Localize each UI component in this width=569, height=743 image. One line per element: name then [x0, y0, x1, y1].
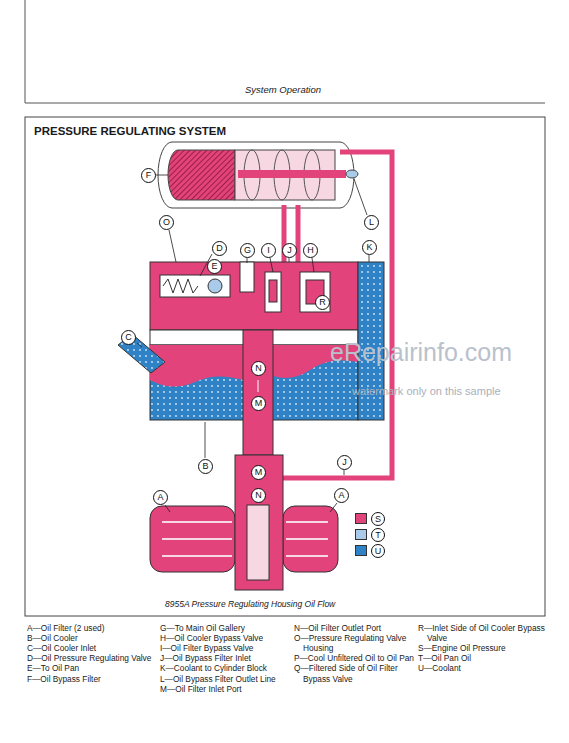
callout-letter: C: [125, 333, 132, 342]
callout-circle: A: [334, 488, 349, 503]
key-entry: L—Oil Bypass Filter Outlet Line: [160, 674, 288, 684]
legend-letter-circle: U: [371, 544, 385, 558]
callout-circle: E: [207, 259, 222, 274]
callout-circle: R: [315, 295, 330, 310]
key-entry: E—To Oil Pan: [27, 663, 153, 673]
key-entry: R—Inlet Side of Oil Cooler Bypass Valve: [418, 623, 546, 643]
key-entry: S—Engine Oil Pressure: [418, 643, 546, 653]
callout-circle: L: [364, 215, 379, 230]
watermark: eRepairinfo.com: [330, 338, 512, 367]
key-column: G—To Main Oil GalleryH—Oil Cooler Bypass…: [160, 623, 288, 694]
callout-circle: D: [212, 241, 227, 256]
callout-letter: N: [255, 491, 262, 500]
callout-circle: N: [251, 361, 266, 376]
key-entry: H—Oil Cooler Bypass Valve: [160, 633, 288, 643]
key-entry: G—To Main Oil Gallery: [160, 623, 288, 633]
key-entry: K—Coolant to Cylinder Block: [160, 663, 288, 673]
callout-circle: A: [153, 490, 168, 505]
key-column: A—Oil Filter (2 used)B—Oil CoolerC—Oil C…: [27, 623, 153, 684]
legend-letter-circle: T: [371, 528, 385, 542]
key-entry: A—Oil Filter (2 used): [27, 623, 153, 633]
legend-text: U: [375, 547, 382, 556]
callout-letter: L: [369, 218, 374, 227]
callout-letter: N: [255, 364, 262, 373]
legend-text: T: [375, 531, 381, 540]
key-entry: P—Cool Unfiltered Oil to Oil Pan: [294, 653, 414, 663]
key-entry: U—Coolant: [418, 663, 546, 673]
callout-letter: A: [338, 491, 344, 500]
callout-letter: F: [146, 171, 152, 180]
callout-circle: B: [198, 459, 213, 474]
key-column: N—Oil Filter Outlet PortO—Pressure Regul…: [294, 623, 414, 684]
figure-caption: 8955A Pressure Regulating Housing Oil Fl…: [165, 599, 335, 609]
callout-letter: E: [211, 262, 217, 271]
key-entry: M—Oil Filter Inlet Port: [160, 684, 288, 694]
legend-letter-circle: S: [371, 512, 385, 526]
key-entry: D—Oil Pressure Regulating Valve: [27, 653, 153, 663]
key-entry: I—Oil Filter Bypass Valve: [160, 643, 288, 653]
callout-circle: F: [141, 168, 156, 183]
callout-letter: M: [255, 468, 263, 477]
callout-circle: N: [251, 488, 266, 503]
callout-letter: J: [287, 246, 292, 255]
callout-letter: O: [163, 218, 170, 227]
callout-letter: I: [267, 246, 270, 255]
callout-letter: B: [202, 462, 208, 471]
key-entry: J—Oil Bypass Filter Inlet: [160, 653, 288, 663]
callout-circle: K: [362, 240, 377, 255]
legend-swatch: [355, 513, 367, 524]
key-entry: C—Oil Cooler Inlet: [27, 643, 153, 653]
key-entry: N—Oil Filter Outlet Port: [294, 623, 414, 633]
callout-letter: G: [244, 246, 251, 255]
callout-circle: O: [159, 215, 174, 230]
callout-circle: M: [251, 396, 266, 411]
key-entry: T—Oil Pan Oil: [418, 653, 546, 663]
key-column: R—Inlet Side of Oil Cooler Bypass ValveS…: [418, 623, 546, 674]
callout-circle: H: [303, 243, 318, 258]
figure-title: PRESSURE REGULATING SYSTEM: [34, 125, 226, 137]
callout-circle: J: [282, 243, 297, 258]
callout-letter: A: [157, 493, 163, 502]
callout-letter: K: [366, 243, 372, 252]
legend-swatch: [355, 529, 367, 540]
callout-circle: J: [337, 455, 352, 470]
key-entry: F—Oil Bypass Filter: [27, 674, 153, 684]
running-header: System Operation: [245, 84, 321, 95]
callout-circle: G: [240, 243, 255, 258]
key-entry: B—Oil Cooler: [27, 633, 153, 643]
key-entry: O—Pressure Regulating Valve Housing: [294, 633, 414, 653]
callout-letter: H: [307, 246, 314, 255]
callout-letter: J: [342, 458, 347, 467]
callout-letter: D: [216, 244, 223, 253]
legend-text: S: [375, 515, 381, 524]
callout-circle: I: [261, 243, 276, 258]
callout-letter: M: [255, 399, 263, 408]
legend-swatch: [355, 545, 367, 556]
key-entry: Q—Filtered Side of Oil Filter Bypass Val…: [294, 663, 414, 683]
watermark-note: watermark only on this sample: [352, 385, 501, 397]
callout-circle: M: [251, 465, 266, 480]
callout-letter: R: [319, 298, 326, 307]
callout-circle: C: [121, 330, 136, 345]
